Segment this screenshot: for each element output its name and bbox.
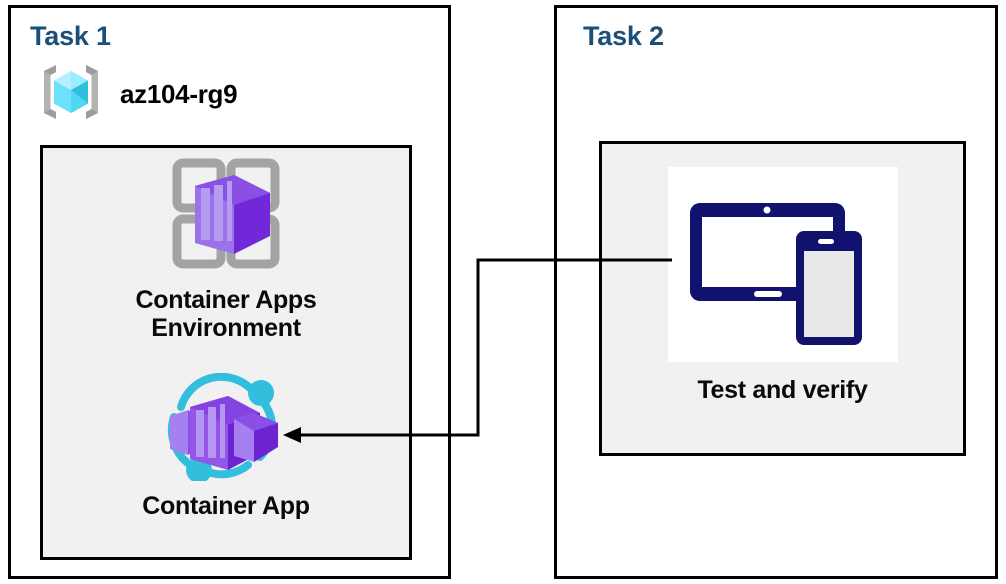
node-container-apps-environment: Container Apps Environment [40,155,412,342]
resource-group-row: az104-rg9 [36,57,238,132]
azure-container-apps-environment-icon [151,155,301,282]
devices-tablet-phone-icon [667,167,898,362]
node-label-container-apps-environment: Container Apps Environment [135,286,317,342]
node-label-container-app: Container App [142,492,310,520]
azure-resource-group-icon [36,57,106,132]
node-test-and-verify: Test and verify [599,167,966,404]
azure-container-app-icon [156,372,296,486]
task-1-title: Task 1 [30,21,111,51]
resource-group-name: az104-rg9 [120,79,238,109]
task-2-title: Task 2 [583,21,664,51]
node-label-test-and-verify: Test and verify [697,376,868,404]
node-container-app: Container App [40,372,412,520]
